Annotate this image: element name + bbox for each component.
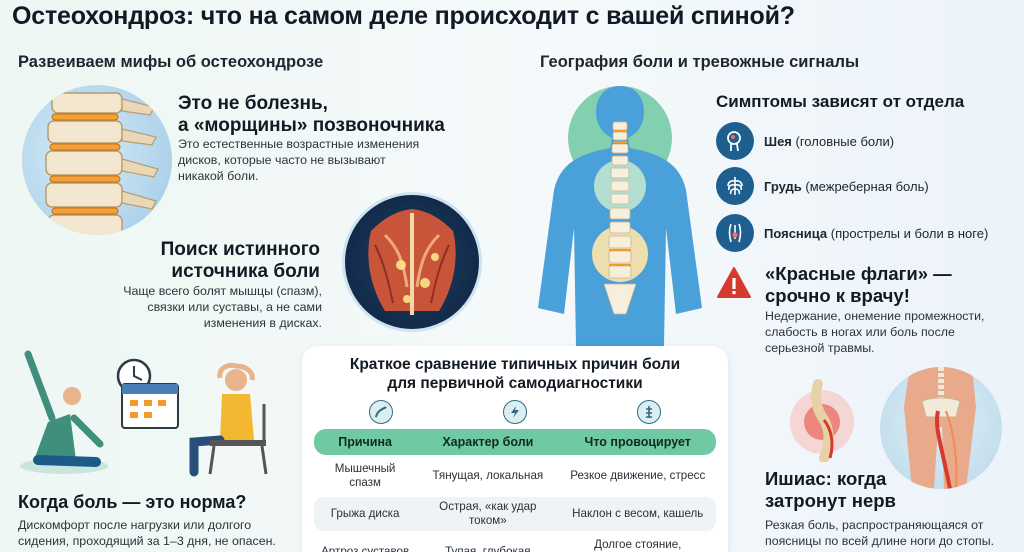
table-cell: Тянущая, локальная (432, 469, 544, 482)
column-icons (314, 399, 716, 425)
lightning-nerve-icon (503, 400, 527, 424)
comparison-title-line1: Краткое сравнение типичных причин боли (349, 356, 681, 373)
symptom-lower-back-label: Поясница (прострелы и боли в ноге) (764, 225, 989, 241)
leg-nerve-illustration (880, 367, 1002, 489)
myth3-text: Дискомфорт после нагрузки или долгого си… (18, 518, 276, 548)
daily-activity-illustration (14, 348, 284, 478)
comparison-table: Причина Характер боли Что провоцирует Мы… (314, 425, 716, 552)
col-header-pain-type: Характер боли (416, 429, 560, 455)
table-cell: Наклон с весом, кашель (559, 497, 716, 531)
spine-illustration (22, 85, 172, 235)
back-muscles-illustration (342, 192, 482, 332)
myth2-text: Чаще всего болят мышцы (спазм), связки и… (123, 284, 322, 330)
symptoms-title: Симптомы зависят от отдела (716, 92, 965, 111)
symptom-chest-label: Грудь (межреберная боль) (764, 178, 929, 194)
comparison-title: Краткое сравнение типичных причин боли д… (302, 355, 728, 393)
ribcage-icon (716, 167, 754, 205)
myth1-title-line2: а «морщины» позвоночника (178, 115, 445, 136)
myths-heading: Развеиваем мифы об остеохондрозе (18, 53, 324, 71)
sciatica-text: Резкая боль, распространяющаяся от поясн… (765, 518, 995, 548)
symptom-neck-label: Шея (головные боли) (764, 133, 895, 149)
col-header-cause: Причина (314, 429, 417, 455)
sciatica-pain-illustration (788, 378, 862, 463)
geography-heading: География боли и тревожные сигналы (540, 53, 860, 71)
spine-icon (45, 92, 159, 235)
body-spine-figure (530, 78, 710, 346)
table-cell: Острая, «как удар током» (416, 497, 560, 531)
table-row: Грыжа диска Острая, «как удар током» Нак… (314, 497, 716, 531)
lower-back-icon (716, 214, 754, 252)
myth1-title: Это не болезнь, а «морщины» позвоночника (178, 93, 468, 137)
table-cell: Грыжа диска (314, 497, 417, 531)
sciatica-title: Ишиас: когда затронут нерв (765, 468, 965, 512)
sciatica-title-line1: Ишиас: когда (765, 468, 887, 489)
myth1-title-line1: Это не болезнь, (178, 93, 328, 114)
myth1-text: Это естественные возрастные изменения ди… (178, 137, 420, 183)
comparison-title-line2: для первичной самодиагностики (387, 375, 643, 392)
page-title: Остеохондроз: что на самом деле происход… (12, 2, 795, 30)
table-cell: Резкое движение, стресс (570, 469, 706, 482)
table-cell: Тупая, глубокая (445, 545, 531, 552)
people-stretching-icon (20, 350, 268, 477)
red-flags-title-line1: «Красные флаги» — (765, 263, 952, 284)
leg-nerve-icon (904, 367, 976, 489)
warning-icon (716, 265, 752, 301)
back-muscles-icon (368, 209, 456, 315)
human-body-icon (538, 86, 702, 346)
table-cell: Артроз суставов (321, 545, 410, 552)
pain-spot-icon (790, 379, 854, 463)
symptom-chest: Грудь (межреберная боль) (716, 167, 929, 205)
red-flags-title-line2: срочно к врачу! (765, 285, 910, 306)
symptom-lower-back: Поясница (прострелы и боли в ноге) (716, 214, 988, 252)
myth2-title: Поиск истинного источника боли (80, 239, 320, 283)
table-row: Артроз суставов Тупая, глубокая Долгое с… (314, 535, 716, 552)
table-row: Мышечный спазм Тянущая, локальная Резкое… (314, 459, 716, 493)
red-flags-text: Недержание, онемение промежности, слабос… (765, 309, 985, 355)
table-cell: Мышечный спазм (334, 462, 396, 489)
neck-head-icon (716, 122, 754, 160)
comparison-card: Краткое сравнение типичных причин боли д… (302, 346, 728, 552)
myth2-title-line2: источника боли (171, 261, 320, 282)
spine-joint-icon (637, 400, 661, 424)
myth3-title: Когда боль — это норма? (18, 492, 247, 512)
sciatica-title-line2: затронут нерв (765, 490, 896, 511)
myth2-title-line1: Поиск истинного (160, 239, 320, 260)
muscle-icon (369, 400, 393, 424)
table-cell: Долгое стояние, разгибание (594, 538, 682, 551)
col-header-trigger: Что провоцирует (559, 429, 716, 455)
symptom-neck: Шея (головные боли) (716, 122, 894, 160)
red-flags-title: «Красные флаги» — срочно к врачу! (765, 263, 1015, 307)
